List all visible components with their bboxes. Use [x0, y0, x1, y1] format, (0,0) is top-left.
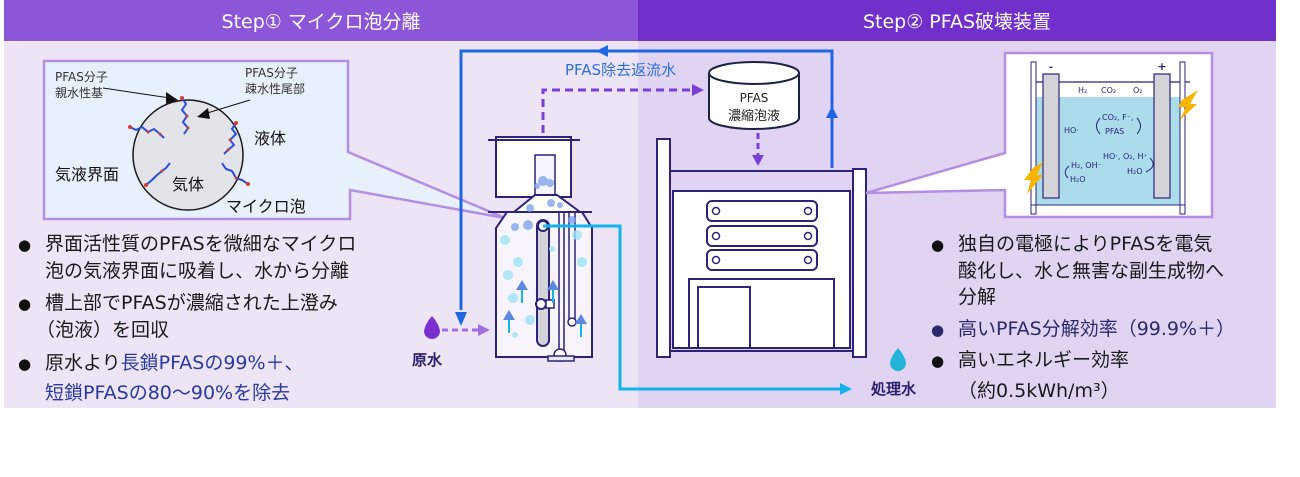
- cycle1-top: CO₂, F⁻,: [1102, 113, 1134, 122]
- step1-bullet-2-line-2: （泡液）を回収: [36, 319, 170, 341]
- label-pfas-hydrophobic-2: 疎水性尾部: [245, 81, 305, 96]
- anode-lightning-icon: [1178, 90, 1198, 120]
- raw-water-input: [424, 316, 490, 339]
- pfas-destruction-apparatus: [656, 138, 867, 358]
- cycle1-bottom: PFAS: [1105, 127, 1124, 136]
- pfas-molecule-atoms: [128, 96, 250, 187]
- energy-efficiency-value: （約0.5kWh/m³）: [958, 380, 1120, 402]
- step2-bullet-1-line-1: 独自の電極によりPFASを電気: [958, 233, 1213, 255]
- cycle3-bottom: H₂O: [1070, 175, 1086, 184]
- treated-water-drop-icon: [890, 348, 906, 371]
- hydrophilic-pointer-arrow: [166, 92, 178, 104]
- label-gas: 気体: [172, 175, 204, 194]
- step2-title: Step② PFAS破壊装置: [862, 11, 1052, 33]
- cathode-lightning-icon: [1024, 162, 1043, 194]
- electrode-cells: [706, 200, 818, 271]
- bubbles: [511, 176, 576, 231]
- label-pfas-hydrophilic-2: 親水性基: [55, 86, 103, 100]
- return-water-label: PFAS除去返流水: [565, 61, 676, 79]
- cycle3-top: H₂, OH⁻: [1071, 161, 1102, 170]
- step1-bullet-3-prefix: 原水より: [45, 352, 121, 374]
- cycle2-top: HO·, O₂, H⁺: [1103, 152, 1148, 161]
- tank-label-2: 濃縮泡液: [728, 108, 780, 124]
- reaction-cycle-arrows: [1064, 117, 1154, 179]
- step1-title: Step① マイクロ泡分離: [221, 11, 421, 33]
- energy-efficiency-line-1: 高いエネルギー効率: [958, 349, 1130, 371]
- step1-header: Step① マイクロ泡分離: [4, 0, 638, 41]
- step1-bullet-3-line-1: 原水より長鎖PFASの99%＋、: [45, 350, 304, 376]
- tank-label-1: PFAS: [740, 91, 769, 105]
- step2-bullet-1-line-3: 分解: [958, 286, 997, 308]
- microbubble-circle: [132, 99, 244, 211]
- step1-bullet-1-line-1: 界面活性質のPFASを微細なマイクロ: [45, 233, 357, 255]
- step1-bullet-1-line-2: 泡の気液界面に吸着し、水から分離: [45, 260, 350, 282]
- label-liquid: 液体: [254, 129, 286, 148]
- bubble-inset: PFAS分子 親水性基 PFAS分子 疎水性尾部 液体 気液界面 気体 マイクロ…: [42, 59, 506, 221]
- label-pfas-hydrophilic-1: PFAS分子: [55, 70, 108, 84]
- step2-bullet-1-line-2: 酸化し、水と無害な副生成物へ: [958, 260, 1225, 282]
- raw-water-drop-icon: [424, 316, 440, 339]
- cathode: [1042, 73, 1060, 199]
- gas-h2: H₂: [1078, 86, 1087, 95]
- decomposition-efficiency: 高いPFAS分解効率（99.9%＋）: [958, 318, 1236, 340]
- treated-water-line: [543, 224, 852, 395]
- tank-to-reactor-dashed-line: [752, 133, 764, 166]
- cathode-sign: -: [1049, 62, 1053, 73]
- bullet-dot: ●: [931, 236, 945, 254]
- long-chain-removal-rate: 長鎖PFASの99%＋、: [120, 352, 304, 374]
- label-microbubble: マイクロ泡: [226, 197, 306, 216]
- bullet-dot: ●: [18, 295, 32, 313]
- label-pfas-hydrophobic-1: PFAS分子: [245, 66, 298, 80]
- bullet-dot: ●: [931, 321, 945, 339]
- return-water-line: [455, 45, 838, 326]
- anode: [1153, 73, 1171, 199]
- short-chain-removal-rate: 短鎖PFASの80〜90%を除去: [45, 382, 291, 404]
- gas-o2: O₂: [1133, 86, 1143, 95]
- foam-dashed-line: [541, 84, 704, 133]
- anode-sign: +: [1157, 60, 1166, 73]
- step2-header: Step② PFAS破壊装置: [638, 0, 1276, 41]
- step1-bullet-2-line-1: 槽上部でPFASが濃縮された上澄み: [45, 292, 338, 314]
- hydroxyl-radical: HO·: [1064, 126, 1079, 135]
- electrode-inset: - + H₂ CO₂ O₂ HO· CO₂, F⁻, PFAS HO·, O₂,…: [865, 51, 1214, 219]
- gas-co2: CO₂: [1101, 86, 1116, 95]
- hydrophobic-pointer-arrow: [197, 108, 210, 119]
- treated-water-label: 処理水: [870, 380, 917, 398]
- bullet-dot: ●: [18, 236, 32, 254]
- concentrated-foam-tank: PFAS 濃縮泡液: [708, 61, 800, 130]
- cycle2-bottom: H₂O: [1127, 167, 1143, 176]
- bullet-dot: ●: [18, 355, 32, 373]
- label-gas-liquid-interface: 気液界面: [55, 165, 119, 184]
- bullet-dot: ●: [931, 352, 945, 370]
- upflow-arrows: [503, 280, 587, 337]
- raw-water-label: 原水: [412, 351, 443, 369]
- microbubble-separation-tank: [488, 136, 593, 362]
